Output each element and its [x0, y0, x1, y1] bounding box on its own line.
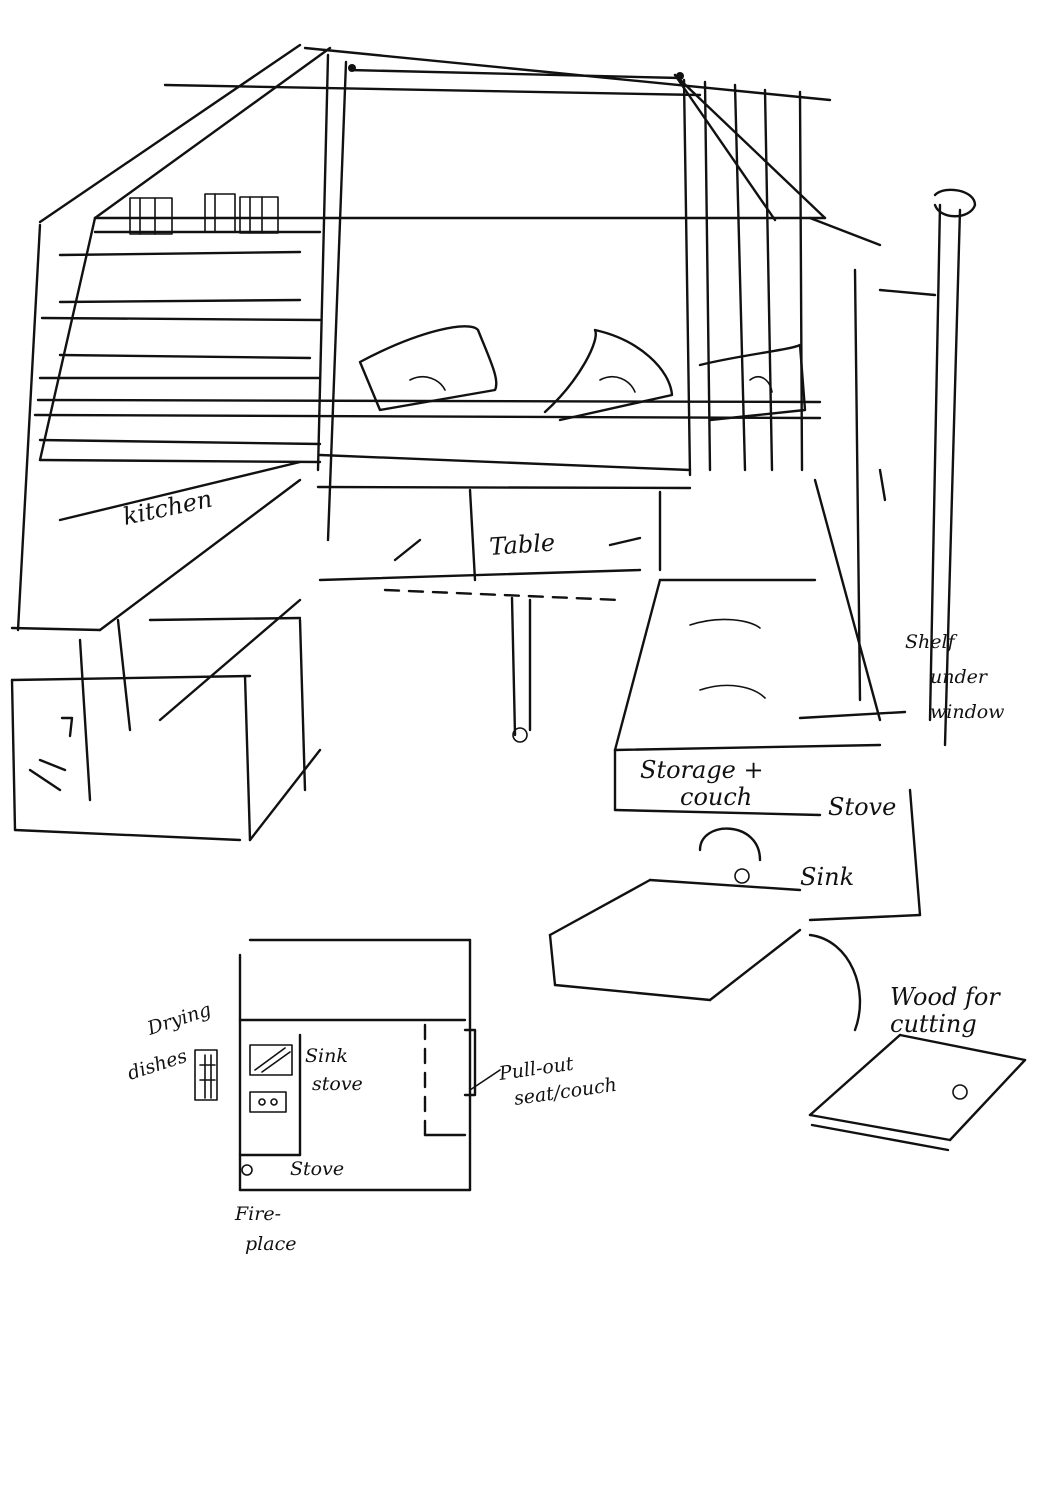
sink-area [548, 827, 922, 1032]
wall-slats [33, 216, 822, 522]
label-shelf-line3: window [930, 701, 1004, 723]
label-storage-line1: Storage + [640, 756, 764, 784]
label-fireplace-line1: Fire- [234, 1203, 281, 1225]
label-drying-line2: dishes [125, 1045, 190, 1085]
floor-plan [194, 938, 501, 1192]
wall-posts [16, 53, 862, 702]
cushions [358, 325, 807, 422]
jar-shelf [93, 193, 827, 235]
label-wood-line2: cutting [890, 1010, 977, 1038]
label-drying-line1: Drying [144, 999, 214, 1040]
table [316, 485, 692, 743]
label-plan-stove1: stove [312, 1073, 363, 1095]
kitchen-counter [10, 478, 322, 842]
label-shelf-line1: Shelf [905, 631, 958, 653]
label-wood-line1: Wood for [890, 983, 1001, 1011]
cutting-board [808, 1033, 1027, 1152]
label-table: Table [488, 528, 555, 561]
right-wall [878, 188, 977, 917]
label-fireplace-line2: place [245, 1233, 296, 1255]
label-kitchen: kitchen [120, 485, 214, 531]
roof-lines [38, 43, 882, 247]
label-shelf-line2: under [930, 666, 989, 688]
label-plan-stove2: Stove [290, 1158, 344, 1180]
label-storage-line2: couch [680, 783, 752, 811]
storage-couch [613, 478, 907, 817]
label-stove-main: Stove [828, 793, 896, 821]
label-plan-sink: Sink [305, 1045, 348, 1067]
label-sink-main: Sink [800, 863, 854, 891]
